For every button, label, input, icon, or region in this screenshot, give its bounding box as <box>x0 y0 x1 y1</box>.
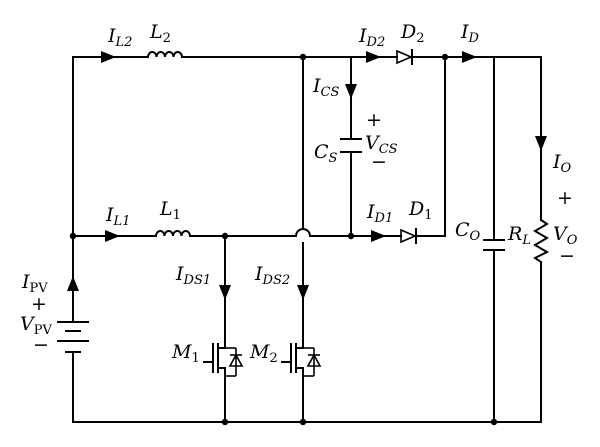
capacitor-cs-symbol <box>340 138 362 153</box>
label-ipv: IPV <box>21 271 48 296</box>
arrow-il2 <box>101 51 116 63</box>
cs-minus-sign: − <box>371 151 387 173</box>
inductor-l1-symbol <box>154 230 192 238</box>
arrow-ics <box>345 84 357 99</box>
label-ids2: IDS2 <box>254 263 290 288</box>
diode-d2-symbol <box>396 49 414 65</box>
label-id1: ID1 <box>366 201 393 226</box>
label-d2: D2 <box>400 21 425 46</box>
arrow-io <box>535 136 547 151</box>
label-co: CO <box>455 219 481 244</box>
arrow-id1 <box>371 230 386 242</box>
arrow-ids1 <box>219 285 231 300</box>
label-m1: M1 <box>171 341 200 366</box>
mosfet-m2-symbol <box>281 339 322 377</box>
arrow-ids2 <box>297 285 309 300</box>
vo-minus-sign: − <box>559 245 575 267</box>
label-cs: CS <box>314 141 338 166</box>
resistor-rl-symbol <box>533 218 550 264</box>
label-il2: IL2 <box>107 25 132 50</box>
junction-dots <box>69 53 498 426</box>
label-m2: M2 <box>249 341 278 366</box>
pv-minus-sign: − <box>33 334 49 356</box>
arrow-id2 <box>366 51 381 63</box>
label-vo: VO <box>553 223 578 248</box>
label-id2: ID2 <box>358 25 385 50</box>
pv-plus-sign: + <box>31 293 47 315</box>
arrow-il1 <box>105 230 120 242</box>
capacitor-co-symbol <box>483 239 505 251</box>
label-l2: L2 <box>149 21 171 46</box>
label-l1: L1 <box>159 198 181 223</box>
label-id: ID <box>460 21 480 46</box>
label-ids1: IDS1 <box>175 263 211 288</box>
label-rl: RL <box>507 223 531 248</box>
diode-d1-symbol <box>400 228 418 244</box>
label-d1: D1 <box>408 198 433 223</box>
label-il1: IL1 <box>105 204 130 229</box>
label-ics: ICS <box>312 75 339 100</box>
cs-plus-sign: + <box>366 109 382 131</box>
arrow-id <box>462 51 477 63</box>
arrow-ipv <box>67 276 79 291</box>
inductor-l2-symbol <box>146 51 184 59</box>
mosfet-m1-symbol <box>203 339 244 377</box>
label-vcs: VCS <box>365 132 398 157</box>
label-io: IO <box>552 151 572 176</box>
vo-plus-sign: + <box>557 187 573 209</box>
label-vpv: VPV <box>20 313 52 338</box>
pv-source-symbol <box>57 321 89 353</box>
